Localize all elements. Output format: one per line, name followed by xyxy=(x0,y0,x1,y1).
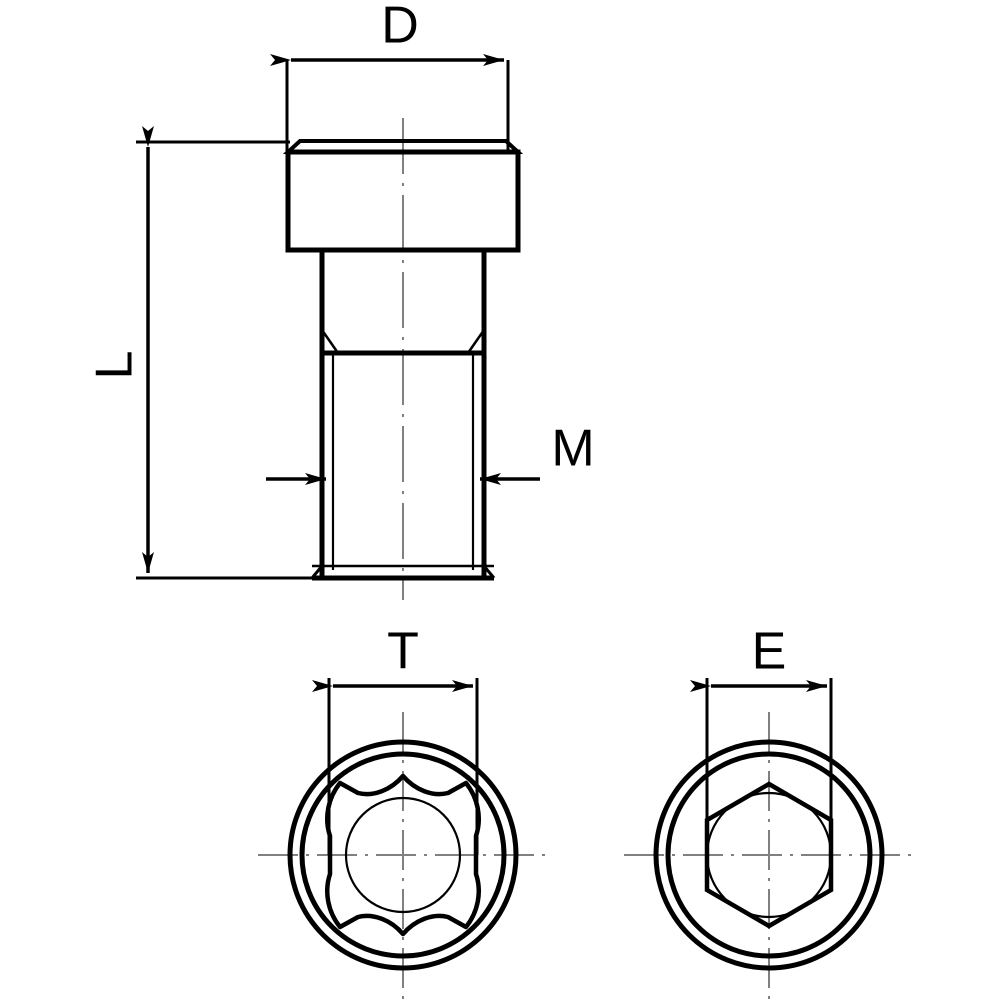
torx-centerlines xyxy=(258,712,548,1000)
dimension-T: T xyxy=(312,623,479,714)
hex-head-circles xyxy=(653,739,885,971)
hex-inner-circle xyxy=(705,791,833,919)
hex-socket-profile xyxy=(704,781,834,929)
hex-centerlines xyxy=(624,712,914,1000)
screw-head-outline xyxy=(282,139,524,253)
dimension-label-M: M xyxy=(551,420,594,478)
hex-extension-lines xyxy=(705,686,833,855)
dimension-label-L: L xyxy=(86,351,144,380)
dimension-label-D: D xyxy=(381,0,419,55)
screw-shank-outline xyxy=(310,250,496,581)
hex-socket-view: E xyxy=(624,623,914,1000)
torx-drive-view: T xyxy=(258,623,548,1000)
dimension-E: E xyxy=(690,623,833,714)
torx-inner-circle xyxy=(344,796,462,914)
dimension-label-T: T xyxy=(387,623,419,681)
dimension-label-E: E xyxy=(752,623,787,681)
torx-head-circles xyxy=(287,739,519,971)
torx-lobe-profile xyxy=(325,773,481,937)
side-elevation-view: D L M xyxy=(86,0,595,600)
dimension-D: D xyxy=(270,0,510,150)
dimension-M: M xyxy=(266,420,595,485)
dimension-L: L xyxy=(86,126,312,580)
